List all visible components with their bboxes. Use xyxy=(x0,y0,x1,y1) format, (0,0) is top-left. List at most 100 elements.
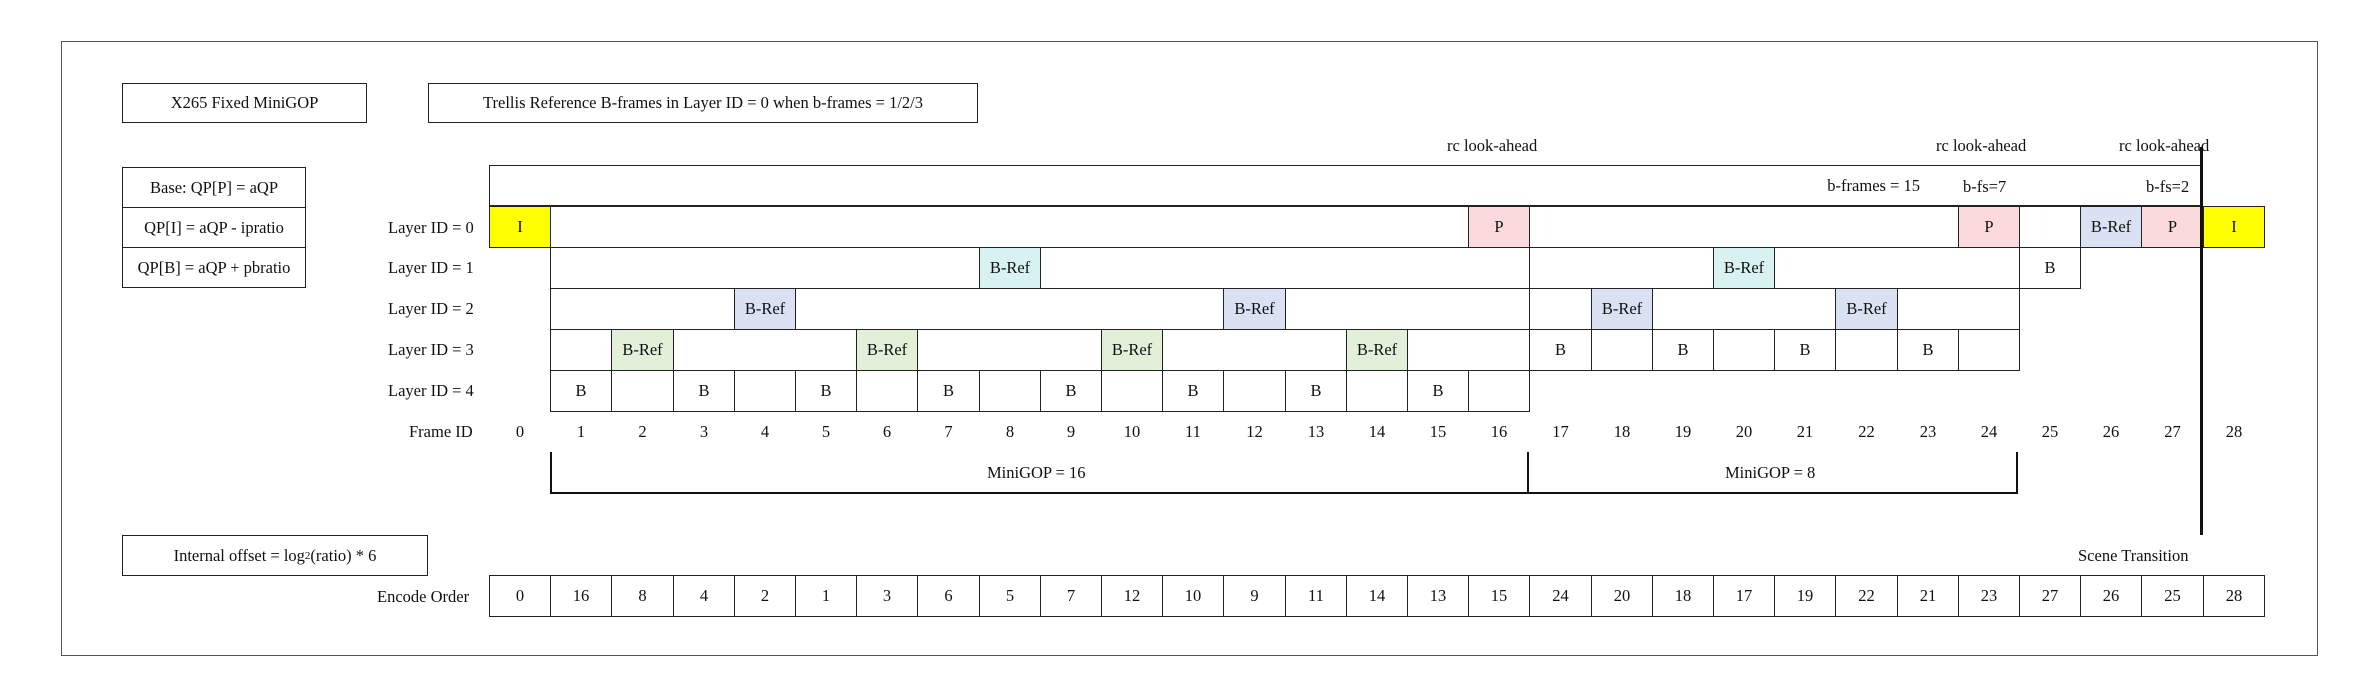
offset-suffix: (ratio) * 6 xyxy=(310,545,377,565)
encode-order-cell-24: 23 xyxy=(1958,575,2020,617)
layer4-cell-6 xyxy=(856,370,918,412)
frame-id-15: 15 xyxy=(1429,422,1447,441)
encode-order-cell-23: 21 xyxy=(1897,575,1959,617)
qp-rule-base: Base: QP[P] = aQP xyxy=(122,167,306,208)
encode-order-cell-4: 2 xyxy=(734,575,796,617)
frame-id-9: 9 xyxy=(1066,422,1076,441)
frame-id-2: 2 xyxy=(638,422,647,441)
frame-id-12: 12 xyxy=(1246,422,1263,441)
layer4-cell-14 xyxy=(1346,370,1408,412)
offset-prefix: Internal offset = log xyxy=(173,545,305,565)
encode-order-cell-17: 24 xyxy=(1529,575,1592,617)
b-frame-13: B xyxy=(1285,370,1347,412)
b-frame-11: B xyxy=(1162,370,1224,412)
b-frame-15: B xyxy=(1407,370,1469,412)
encode-order-cell-22: 22 xyxy=(1835,575,1898,617)
encode-order-cell-14: 14 xyxy=(1346,575,1408,617)
layer3-span-11-13 xyxy=(1162,329,1347,371)
layer2-span-19-21 xyxy=(1652,288,1836,330)
frame-id-label: Frame ID xyxy=(409,422,473,441)
layer2-cell-17 xyxy=(1529,288,1592,330)
layer-label-2: Layer ID = 2 xyxy=(388,299,474,318)
layer3-cell-1 xyxy=(550,329,612,371)
encode-order-cell-12: 9 xyxy=(1223,575,1286,617)
lookahead-label-1: rc look-ahead xyxy=(1447,136,1538,155)
b-frame-1: B xyxy=(550,370,612,412)
encode-order-cell-0: 0 xyxy=(489,575,551,617)
encode-order-cell-9: 7 xyxy=(1040,575,1102,617)
frame-id-5: 5 xyxy=(821,422,831,441)
frame-id-21: 21 xyxy=(1796,422,1814,441)
b-frame-21: B xyxy=(1774,329,1836,371)
frame-id-17: 17 xyxy=(1552,422,1569,441)
qp-rule-i: QP[I] = aQP - ipratio xyxy=(122,207,306,248)
bref-frame-6: B-Ref xyxy=(856,329,918,371)
layer4-cell-10 xyxy=(1101,370,1163,412)
layer3-cell-22 xyxy=(1835,329,1898,371)
layer1-span-17-19 xyxy=(1529,247,1714,289)
layer3-cell-24 xyxy=(1958,329,2020,371)
diagram-frame xyxy=(61,41,2318,656)
minigop-label-8: MiniGOP = 8 xyxy=(1725,463,1816,482)
i-frame-28: I xyxy=(2203,206,2265,248)
encode-order-cell-28: 28 xyxy=(2203,575,2265,617)
b-frame-23: B xyxy=(1897,329,1959,371)
encode-order-cell-26: 26 xyxy=(2080,575,2142,617)
minigop-bracket-8 xyxy=(1527,452,2018,494)
encode-order-cell-20: 17 xyxy=(1713,575,1775,617)
frame-id-28: 28 xyxy=(2225,422,2243,441)
layer4-cell-16 xyxy=(1468,370,1530,412)
encode-order-cell-13: 11 xyxy=(1285,575,1347,617)
encode-order-cell-8: 5 xyxy=(979,575,1041,617)
layer2-span-1-3 xyxy=(550,288,735,330)
encode-order-cell-2: 8 xyxy=(611,575,674,617)
layer4-cell-4 xyxy=(734,370,796,412)
layer1-span-9-16 xyxy=(1040,247,1530,289)
frame-id-25: 25 xyxy=(2041,422,2059,441)
qp-rule-b: QP[B] = aQP + pbratio xyxy=(122,247,306,288)
frame-id-26: 26 xyxy=(2102,422,2120,441)
layer3-span-3-5 xyxy=(673,329,857,371)
layer3-cell-20 xyxy=(1713,329,1775,371)
frame-id-18: 18 xyxy=(1613,422,1631,441)
frame-id-23: 23 xyxy=(1919,422,1937,441)
frame-id-0: 0 xyxy=(515,422,525,441)
encode-order-cell-21: 19 xyxy=(1774,575,1836,617)
layer2-span-13-16 xyxy=(1285,288,1530,330)
minigop-label-16: MiniGOP = 16 xyxy=(987,463,1086,482)
bref-frame-18: B-Ref xyxy=(1591,288,1653,330)
frame-id-3: 3 xyxy=(699,422,709,441)
bref-frame-4: B-Ref xyxy=(734,288,796,330)
encode-order-cell-16: 15 xyxy=(1468,575,1530,617)
p-frame-27: P xyxy=(2141,206,2204,248)
bref-frame-2: B-Ref xyxy=(611,329,674,371)
encode-order-cell-19: 18 xyxy=(1652,575,1714,617)
layer3-cell-18 xyxy=(1591,329,1653,371)
layer2-span-5-11 xyxy=(795,288,1224,330)
p-frame-16: P xyxy=(1468,206,1530,248)
frame-id-8: 8 xyxy=(1005,422,1015,441)
encode-order-label: Encode Order xyxy=(377,587,470,606)
scene-transition-label: Scene Transition xyxy=(2078,546,2189,565)
bref-frame-14: B-Ref xyxy=(1346,329,1408,371)
encode-order-cell-11: 10 xyxy=(1162,575,1224,617)
lookahead-label-2: rc look-ahead xyxy=(1936,136,2027,155)
b-frame-19: B xyxy=(1652,329,1714,371)
layer1-span-21-24 xyxy=(1774,247,2020,289)
frame-id-13: 13 xyxy=(1307,422,1325,441)
subtitle-box: Trellis Reference B-frames in Layer ID =… xyxy=(428,83,978,123)
b-frame-25: B xyxy=(2019,247,2081,289)
frame-id-1: 1 xyxy=(576,422,586,441)
b-frame-7: B xyxy=(917,370,980,412)
encode-order-cell-27: 25 xyxy=(2141,575,2204,617)
bref-frame-8: B-Ref xyxy=(979,247,1041,289)
frame-id-16: 16 xyxy=(1490,422,1508,441)
layer4-cell-8 xyxy=(979,370,1041,412)
offset-sub: 2 xyxy=(304,549,311,562)
encode-order-cell-15: 13 xyxy=(1407,575,1469,617)
layer3-span-7-9 xyxy=(917,329,1102,371)
scene-transition-line xyxy=(2200,147,2203,535)
layer-label-0: Layer ID = 0 xyxy=(388,218,474,237)
bframes-bar-15: b-frames = 15 xyxy=(489,165,2203,206)
